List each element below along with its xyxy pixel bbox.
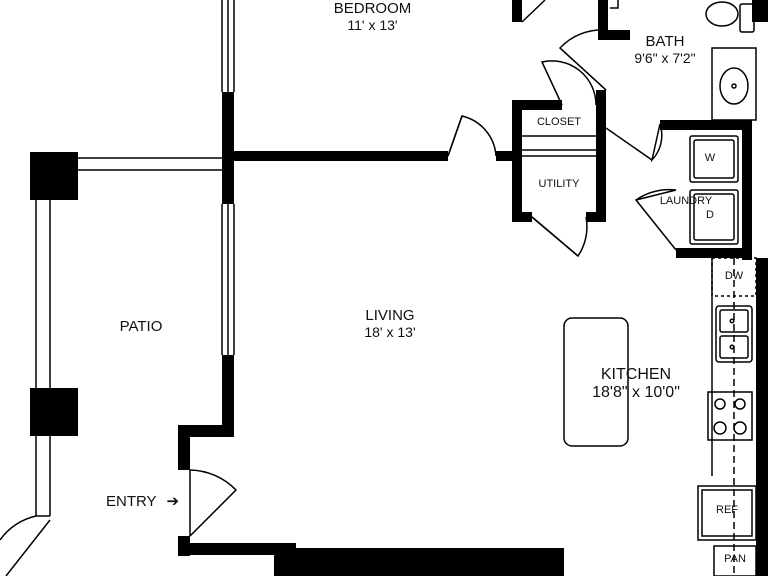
refrigerator-label: REF [716,504,738,516]
living-label: LIVING 18' x 13' [330,307,450,340]
dishwasher-label: DW [724,270,744,282]
bedroom-name: BEDROOM [333,0,412,17]
entry-name: ENTRY [106,493,157,510]
bedroom-label: BEDROOM 11' x 13' [310,0,435,33]
kitchen-label: KITCHEN 18'8" x 10'0" [570,366,702,403]
kitchen-name: KITCHEN [600,366,672,383]
doors [0,0,677,576]
kitchen-dims: 18'8" x 10'0" [592,384,680,402]
entry-label: ENTRY ➔ [106,493,202,510]
walls [30,0,768,576]
living-name: LIVING [365,307,415,324]
arrow-right-icon: ➔ [166,493,180,510]
closet-label: CLOSET [536,116,581,128]
bath-name: BATH [645,33,685,50]
laundry-label: LAUNDRY [659,195,713,207]
patio-label: PATIO [119,318,163,335]
dryer-label: D [706,209,714,221]
bath-label: BATH 9'6" x 7'2" [610,33,720,66]
windows-and-rails [35,0,235,517]
pantry-label: PAN [724,553,746,565]
bedroom-dims: 11' x 13' [347,17,398,34]
utility-label: UTILITY [538,178,580,190]
washer-label: W [704,152,716,164]
fixtures [522,1,757,576]
living-dims: 18' x 13' [364,324,416,341]
bath-dims: 9'6" x 7'2" [634,50,696,67]
